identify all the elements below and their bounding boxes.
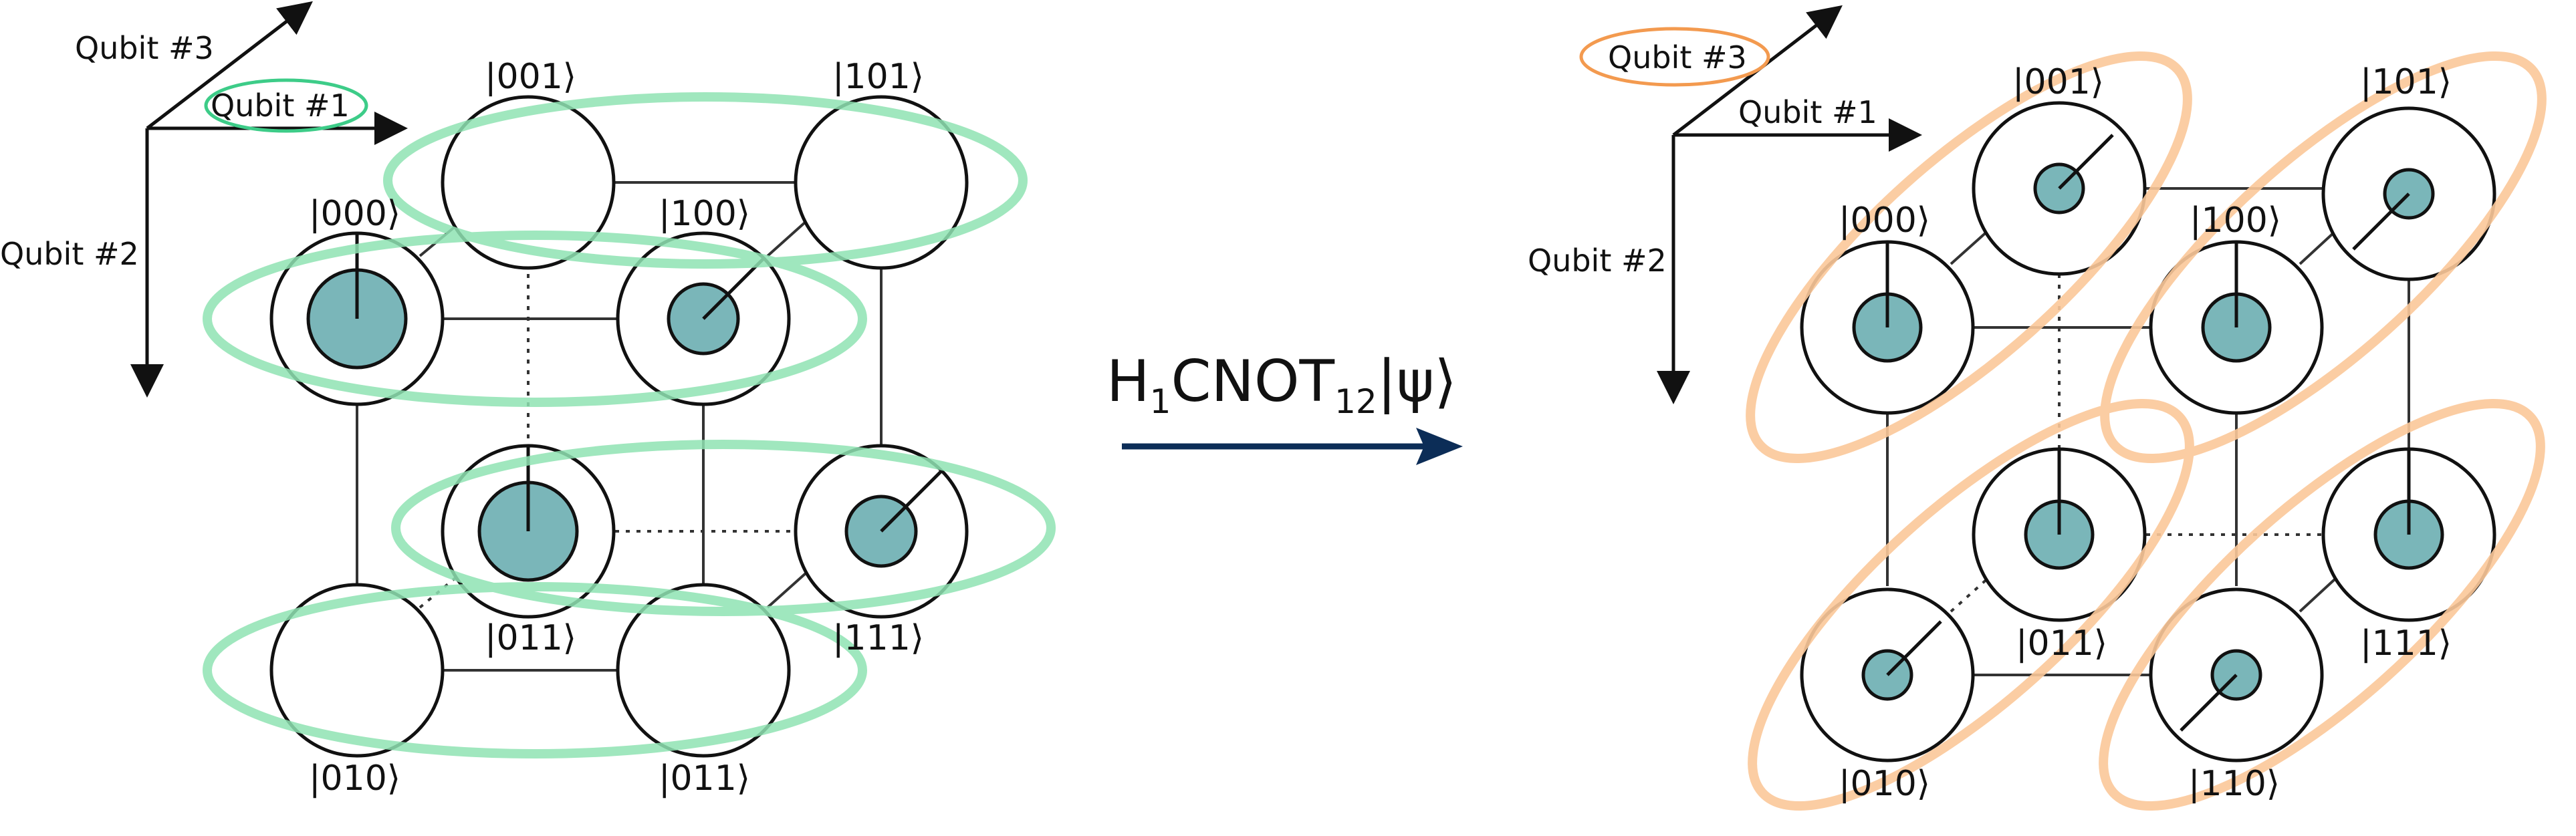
right-node-110 bbox=[2149, 587, 2324, 762]
right-cube-edges bbox=[1886, 187, 2410, 676]
right-ket-001: |001⟩ bbox=[2012, 62, 2104, 102]
left-ket-011-bottom: |011⟩ bbox=[659, 758, 750, 799]
left-axis-qubit1-label: Qubit #1 bbox=[211, 88, 350, 124]
right-node-101 bbox=[2321, 106, 2496, 281]
right-pair-groupings bbox=[1746, 51, 2547, 811]
right-ket-111: |111⟩ bbox=[2360, 623, 2452, 664]
group-ellipse-110-111 bbox=[2099, 399, 2545, 811]
right-ket-101: |101⟩ bbox=[2360, 62, 2452, 102]
left-ket-001: |001⟩ bbox=[485, 57, 576, 97]
operation-label: H1CNOT12|ψ⟩ bbox=[1106, 348, 1457, 421]
group-ellipse-001-101 bbox=[383, 92, 1028, 269]
left-node-111 bbox=[794, 444, 969, 619]
operation: H1CNOT12|ψ⟩ bbox=[1106, 348, 1463, 465]
group-ellipse-010-011 bbox=[203, 582, 867, 758]
left-ket-100: |100⟩ bbox=[659, 194, 750, 234]
right-ket-100: |100⟩ bbox=[2190, 200, 2281, 241]
left-node-011-top bbox=[441, 444, 616, 619]
left-ket-101: |101⟩ bbox=[832, 57, 924, 97]
group-ellipse-000-001 bbox=[1746, 51, 2192, 463]
left-pair-groupings bbox=[203, 92, 1056, 758]
right-node-010 bbox=[1800, 587, 1975, 762]
left-ket-000: |000⟩ bbox=[309, 194, 400, 234]
right-ket-110: |110⟩ bbox=[2188, 764, 2280, 804]
right-axis-qubit2-label: Qubit #2 bbox=[1528, 243, 1667, 279]
right-axis-qubit3-label: Qubit #3 bbox=[1608, 39, 1747, 76]
right-ket-000: |000⟩ bbox=[1839, 200, 1930, 241]
right-cube: Qubit #3 Qubit #1 Qubit #2 bbox=[1528, 5, 2547, 811]
left-node-101 bbox=[794, 95, 969, 270]
left-node-010 bbox=[269, 583, 445, 758]
right-node-100 bbox=[2149, 240, 2324, 415]
left-qubit1-highlight bbox=[204, 78, 368, 133]
operation-arrow-head bbox=[1416, 428, 1463, 465]
group-ellipse-010-011 bbox=[1748, 399, 2194, 811]
left-node-011-bottom bbox=[616, 583, 791, 758]
left-axes bbox=[130, 1, 408, 398]
left-axis-qubit2-label: Qubit #2 bbox=[0, 236, 139, 272]
left-axis-qubit3 bbox=[146, 1, 313, 130]
right-axis-qubit1-label: Qubit #1 bbox=[1738, 94, 1877, 130]
right-qubit3-highlight bbox=[1579, 27, 1770, 87]
left-node-000 bbox=[269, 231, 445, 406]
right-node-001 bbox=[1972, 101, 2147, 276]
left-ket-111: |111⟩ bbox=[832, 618, 924, 658]
left-cube: Qubit #3 Qubit #1 Qubit #2 bbox=[0, 1, 1056, 799]
group-ellipse-100-101 bbox=[2100, 51, 2547, 463]
right-node-000 bbox=[1800, 240, 1975, 415]
left-ket-010: |010⟩ bbox=[309, 758, 400, 799]
group-ellipse-000-100 bbox=[203, 231, 867, 407]
left-axis-qubit3-label: Qubit #3 bbox=[75, 30, 214, 66]
right-node-011 bbox=[1972, 447, 2147, 622]
left-node-100 bbox=[616, 231, 791, 406]
right-node-111 bbox=[2321, 447, 2496, 622]
group-ellipse-011-111 bbox=[391, 440, 1056, 616]
right-ket-011: |011⟩ bbox=[2016, 623, 2107, 664]
left-node-001 bbox=[441, 95, 616, 270]
right-ket-010: |010⟩ bbox=[1839, 764, 1930, 804]
left-ket-011-top: |011⟩ bbox=[485, 618, 576, 658]
